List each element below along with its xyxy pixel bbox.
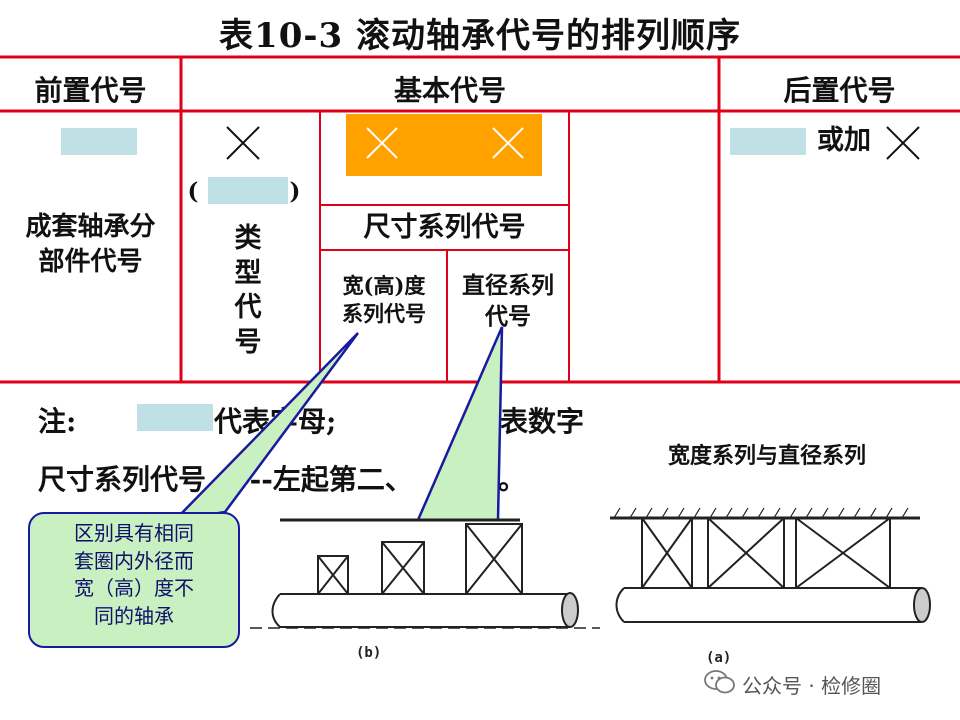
digit-cross-icon [492,127,524,159]
header-basic: 基本代号 [393,74,506,107]
letter-placeholder-box [137,404,213,431]
watermark-text: 公众号 · 检修圈 [742,674,882,698]
paren-close: ) [289,178,301,205]
bearing-drawing-b [250,518,600,629]
note-line2-label: 尺寸系列代号 [38,463,207,496]
prefix-description: 成套轴承分 部件代号 [25,212,156,278]
caption-b: (b) [356,645,382,661]
callout-pointer-width [171,332,360,522]
page-title: 表10-3 滚动轴承代号的排列顺序 [219,16,741,56]
digit-cross-icon [886,126,920,160]
digit-cross-icon [226,126,260,160]
width-series-label: 宽(高)度 系列代号 [342,273,426,327]
callout-box: 区别具有相同 套圈内外径而 宽（高）度不 同的轴承 [28,512,240,648]
caption-a: (a) [706,650,732,666]
callout-pointer-diameter [416,326,504,522]
bearing-drawing-a [610,507,931,623]
size-series-label: 尺寸系列代号 [363,212,526,243]
letter-placeholder-box [208,177,288,204]
header-suffix: 后置代号 [783,74,896,107]
digit-cross-icon [366,127,398,159]
wechat-icon [704,670,735,694]
suffix-or-add: 或加 [817,125,871,156]
note-line2-end: 。 [498,463,527,496]
letter-placeholder-box [730,128,806,155]
drawing-title-a: 宽度系列与直径系列 [668,443,867,469]
callout-text: 区别具有相同 套圈内外径而 宽（高）度不 同的轴承 [74,521,194,628]
header-prefix: 前置代号 [34,74,147,107]
note-line2-rule: ---左起第二、 [238,463,413,496]
diameter-series-label: 直径系列 代号 [462,272,554,331]
note-number-meaning: 表数字 [500,405,585,438]
paren-open: ( [187,178,199,205]
note-prefix: 注: [38,405,77,438]
type-code-label: 类 型 代 号 [234,223,262,358]
letter-placeholder-box [61,128,137,155]
